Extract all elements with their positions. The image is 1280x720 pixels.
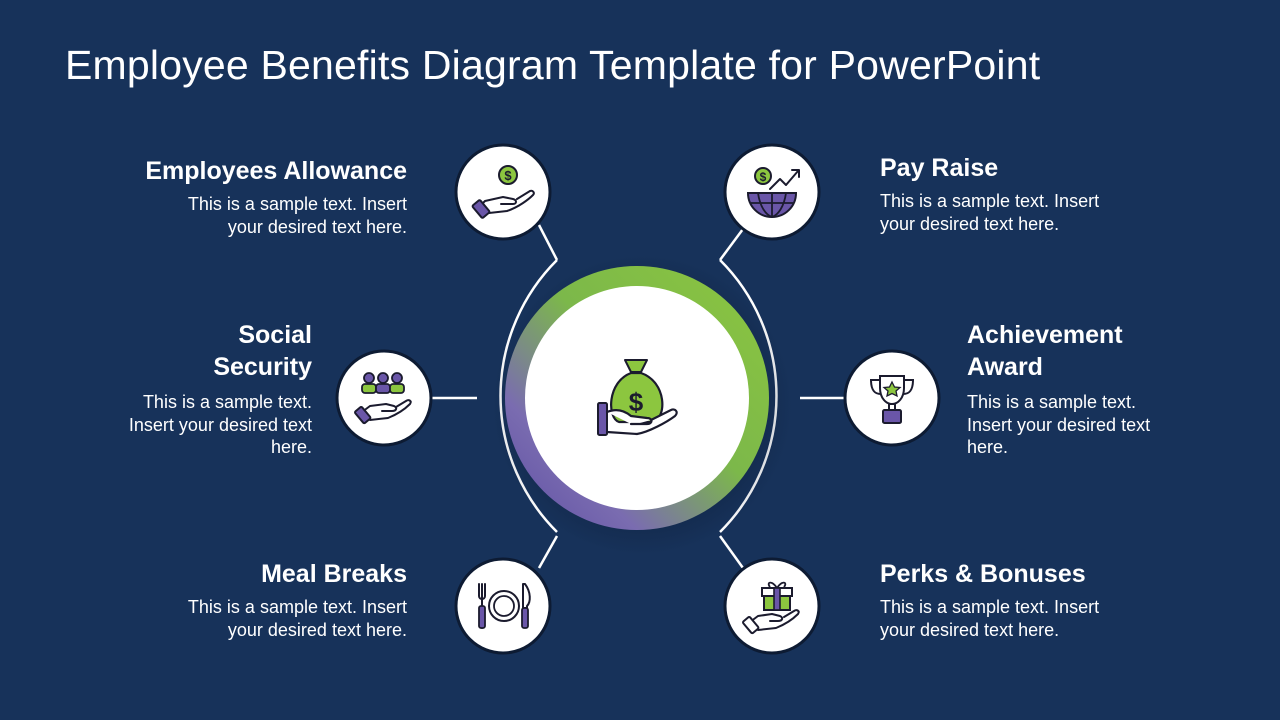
benefit-heading: Meal Breaks xyxy=(261,560,407,588)
circle-meal-breaks xyxy=(454,557,552,655)
connector-meal-breaks xyxy=(537,535,559,569)
hand-coin-icon: $ xyxy=(471,165,535,219)
benefit-meal-breaks: Meal Breaks This is a sample text. Inser… xyxy=(87,558,407,641)
benefit-heading: Employees Allowance xyxy=(145,157,407,185)
benefit-pay-raise: Pay Raise This is a sample text. Insert … xyxy=(880,152,1120,235)
benefit-description: This is a sample text. Insert your desir… xyxy=(880,597,1100,640)
benefit-description: This is a sample text. Insert your desir… xyxy=(967,392,1151,457)
benefit-heading: Social Security xyxy=(213,321,312,381)
benefit-description: This is a sample text. Insert your desir… xyxy=(187,597,407,640)
plate-cutlery-icon xyxy=(478,583,531,629)
circle-achievement-award xyxy=(843,349,941,447)
slide-title: Employee Benefits Diagram Template for P… xyxy=(65,42,1041,88)
hand-people-icon xyxy=(354,372,412,425)
svg-text:$: $ xyxy=(504,168,512,183)
benefit-social-security: Social Security This is a sample text. I… xyxy=(122,319,312,459)
trophy-icon xyxy=(869,375,915,424)
benefit-heading: Pay Raise xyxy=(880,154,999,182)
benefit-description: This is a sample text. Insert your desir… xyxy=(187,194,407,237)
money-bag-in-hand-icon: $ xyxy=(597,359,678,436)
benefit-achievement-award: Achievement Award This is a sample text.… xyxy=(967,319,1157,459)
connector-perks-bonuses xyxy=(718,535,745,569)
benefit-description: This is a sample text. Insert your desir… xyxy=(880,191,1100,234)
circle-perks-bonuses xyxy=(723,557,821,655)
circle-pay-raise: $ xyxy=(723,143,821,241)
circle-social-security xyxy=(335,349,433,447)
svg-text:$: $ xyxy=(760,170,767,184)
svg-text:$: $ xyxy=(629,387,644,417)
benefit-employees-allowance: Employees Allowance This is a sample tex… xyxy=(87,155,407,238)
connector-pay-raise xyxy=(718,228,745,261)
connector-employees-allowance xyxy=(537,224,559,261)
benefit-perks-bonuses: Perks & Bonuses This is a sample text. I… xyxy=(880,558,1120,641)
benefit-heading: Perks & Bonuses xyxy=(880,560,1086,588)
benefit-heading: Achievement Award xyxy=(967,321,1123,381)
benefit-description: This is a sample text. Insert your desir… xyxy=(128,392,312,457)
hand-gift-icon xyxy=(742,581,800,635)
globe-growth-icon: $ xyxy=(746,167,800,218)
circle-employees-allowance: $ xyxy=(454,143,552,241)
